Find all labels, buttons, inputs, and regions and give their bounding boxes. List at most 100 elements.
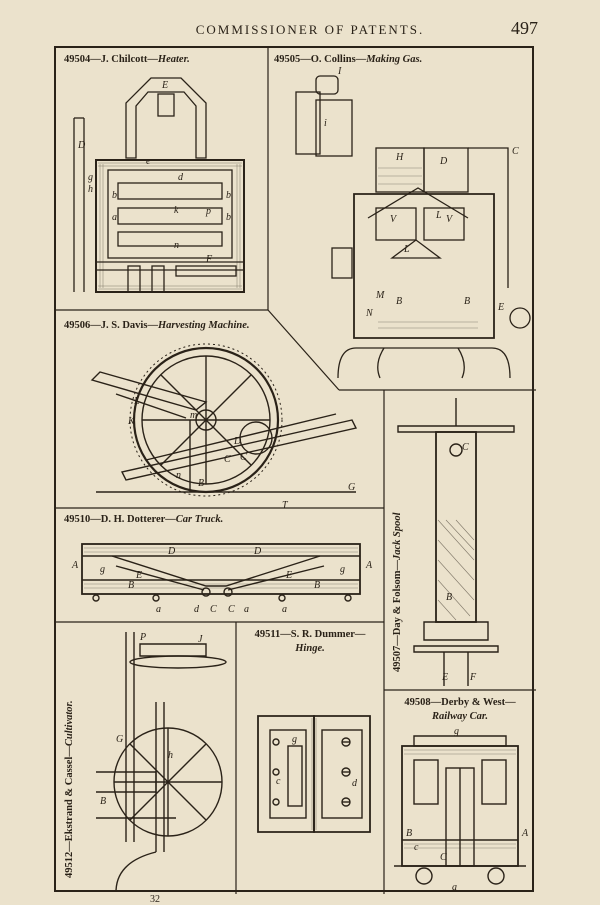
patent-number: 49504 <box>64 54 91 65</box>
svg-text:h: h <box>168 750 173 761</box>
figure-caption: 49506—J. S. Davis—Harvesting Machine. <box>64 320 250 331</box>
svg-text:B: B <box>446 592 452 603</box>
svg-text:b: b <box>112 190 117 201</box>
svg-text:d: d <box>178 172 184 183</box>
svg-text:a: a <box>452 882 457 893</box>
svg-text:c: c <box>276 776 281 787</box>
svg-text:F: F <box>469 672 477 683</box>
svg-text:E: E <box>441 672 448 683</box>
svg-text:h: h <box>88 184 93 195</box>
svg-text:B: B <box>100 796 106 807</box>
svg-text:a: a <box>112 212 117 223</box>
figure-hinge: 49511—S. R. Dummer— Hinge. g c d <box>236 622 384 894</box>
svg-text:D: D <box>253 546 262 557</box>
panel-dividers <box>56 48 536 894</box>
svg-text:g: g <box>340 564 345 575</box>
svg-text:D: D <box>167 546 176 557</box>
svg-text:H: H <box>395 152 404 163</box>
svg-text:m: m <box>190 410 197 421</box>
svg-text:G: G <box>116 734 123 745</box>
svg-text:e: e <box>146 156 151 167</box>
svg-text:p: p <box>205 206 211 217</box>
running-head: COMMISSIONER OF PATENTS. <box>195 22 425 37</box>
svg-text:n: n <box>174 240 179 251</box>
svg-text:D: D <box>77 140 86 151</box>
svg-text:E: E <box>135 570 142 581</box>
svg-text:C: C <box>224 454 231 465</box>
svg-text:T: T <box>282 500 289 511</box>
svg-text:G: G <box>348 482 355 493</box>
svg-text:F: F <box>205 254 213 265</box>
svg-text:A: A <box>365 560 373 571</box>
signature-mark: 32 <box>150 894 160 905</box>
subject: Railway Car. <box>431 711 488 722</box>
patent-number: 49506 <box>64 320 91 331</box>
svg-text:M: M <box>375 290 385 301</box>
svg-text:A: A <box>521 828 529 839</box>
svg-text:E: E <box>497 302 504 313</box>
svg-text:a: a <box>156 604 161 615</box>
svg-text:C: C <box>240 452 247 463</box>
svg-text:L: L <box>435 210 442 221</box>
svg-text:d: d <box>352 778 358 789</box>
patent-number: 49511 <box>254 629 281 640</box>
patent-number: 49510 <box>64 514 91 525</box>
svg-text:J: J <box>198 634 203 645</box>
figure-heater: 49504—J. Chilcott—Heater. <box>56 48 268 310</box>
figure-caption: 49510—D. H. Dotterer—Car Truck. <box>64 514 224 525</box>
svg-text:B: B <box>128 580 134 591</box>
svg-text:g: g <box>454 726 459 737</box>
subject: Car Truck. <box>175 514 224 525</box>
page-header: COMMISSIONER OF PATENTS. 497 <box>0 0 600 44</box>
svg-text:b: b <box>226 190 231 201</box>
inventor: O. Collins <box>310 54 356 65</box>
page-number: 497 <box>511 18 538 38</box>
svg-text:B: B <box>396 296 402 307</box>
railway-car-drawing: gB cA Ca <box>394 726 529 893</box>
svg-text:a: a <box>282 604 287 615</box>
subject: Heater. <box>157 54 190 65</box>
svg-text:b: b <box>226 212 231 223</box>
svg-text:C: C <box>210 604 217 615</box>
svg-text:L: L <box>403 244 410 255</box>
subject: Hinge. <box>295 643 325 654</box>
svg-text:N: N <box>365 308 374 319</box>
svg-text:d: d <box>194 604 200 615</box>
svg-text:P: P <box>139 632 146 643</box>
inventor: S. R. Dummer— <box>290 629 366 640</box>
svg-text:B: B <box>198 478 204 489</box>
svg-text:C: C <box>440 852 447 863</box>
svg-text:I: I <box>337 66 342 77</box>
svg-text:a: a <box>244 604 249 615</box>
figure-caption: 49504—J. Chilcott—Heater. <box>64 54 190 65</box>
svg-text:c: c <box>414 842 419 853</box>
patent-number: 49508 <box>404 697 431 708</box>
svg-text:K: K <box>127 416 136 427</box>
svg-text:n: n <box>176 470 181 481</box>
inventor: Derby & West— <box>441 697 516 708</box>
svg-text:A: A <box>71 560 79 571</box>
svg-text:g: g <box>100 564 105 575</box>
svg-text:V: V <box>446 214 454 225</box>
inventor: D. H. Dotterer <box>100 514 166 525</box>
svg-text:C: C <box>462 442 469 453</box>
svg-text:D: D <box>233 436 242 447</box>
svg-text:C: C <box>512 146 519 157</box>
svg-text:C: C <box>228 604 235 615</box>
svg-text:k: k <box>174 205 179 216</box>
svg-text:g: g <box>292 734 297 745</box>
hinge-drawing: g c d <box>257 715 371 833</box>
svg-text:B: B <box>314 580 320 591</box>
figure-making-gas: 49505—O. Collins—Making Gas. <box>268 48 536 390</box>
subject: Harvesting Machine. <box>157 320 250 331</box>
svg-text:V: V <box>390 214 398 225</box>
figure-caption: 49511—S. R. Dummer— Hinge. <box>254 629 366 654</box>
patent-number: 49505 <box>274 54 301 65</box>
